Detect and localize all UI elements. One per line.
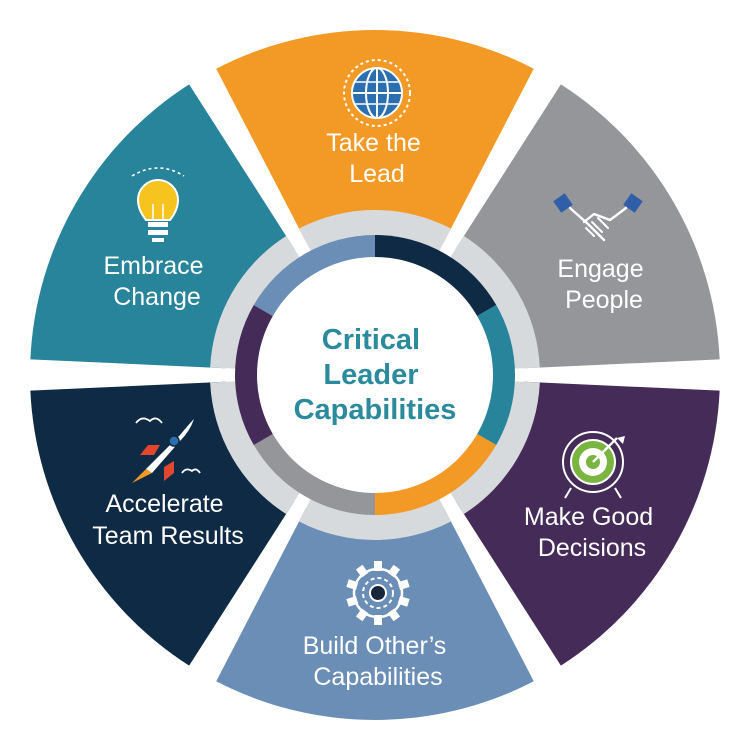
segment-accelerate-team-results xyxy=(30,381,295,666)
handshake-icon xyxy=(553,193,643,242)
segment-label-take-the-lead: Take the Lead xyxy=(326,129,427,188)
lightbulb-icon xyxy=(131,167,185,242)
gear-icon xyxy=(346,561,410,625)
segment-label-accelerate-team-results: Accelerate Team Results xyxy=(92,490,243,550)
segment-label-line: Build Other’s xyxy=(303,632,447,660)
segment-label-line: Team Results xyxy=(92,522,243,550)
track-arc xyxy=(210,381,300,515)
segment-label-line: Embrace xyxy=(104,252,204,280)
segment-label-line: Lead xyxy=(349,160,405,188)
segment-build-others-capabilities xyxy=(216,491,534,720)
center-title: Critical Leader Capabilities xyxy=(294,324,457,426)
segment-label-embrace-change: Embrace Change xyxy=(104,252,211,311)
track-arc xyxy=(210,235,300,369)
segment-label-engage-people: Engage People xyxy=(557,255,650,314)
center-title-line: Critical xyxy=(322,324,420,356)
rocket-icon xyxy=(132,417,201,483)
track-arc xyxy=(450,235,540,369)
segment-label-line: Accelerate xyxy=(105,490,223,518)
target-icon xyxy=(562,431,625,499)
segments-layer xyxy=(30,29,720,720)
segment-label-line: Change xyxy=(113,283,201,311)
track-arc xyxy=(450,381,540,515)
segment-label-line: Decisions xyxy=(538,534,646,562)
icons-layer xyxy=(131,59,643,625)
center-disc xyxy=(257,257,493,493)
segment-label-line: Engage xyxy=(557,255,643,283)
center-title-line: Leader xyxy=(323,359,418,391)
segment-label-build-others-capabilities: Build Other’s Capabilities xyxy=(303,632,454,691)
segment-label-line: Take the xyxy=(326,129,421,157)
segment-take-the-lead xyxy=(216,29,534,259)
segment-make-good-decisions xyxy=(455,381,720,666)
segment-label-line: Make Good xyxy=(524,503,653,531)
segment-engage-people xyxy=(455,84,720,369)
segment-label-line: People xyxy=(565,286,643,314)
center-title-line: Capabilities xyxy=(294,394,457,426)
segment-label-make-good-decisions: Make Good Decisions xyxy=(524,503,660,562)
globe-icon xyxy=(343,59,411,127)
segment-label-line: Capabilities xyxy=(313,663,442,691)
